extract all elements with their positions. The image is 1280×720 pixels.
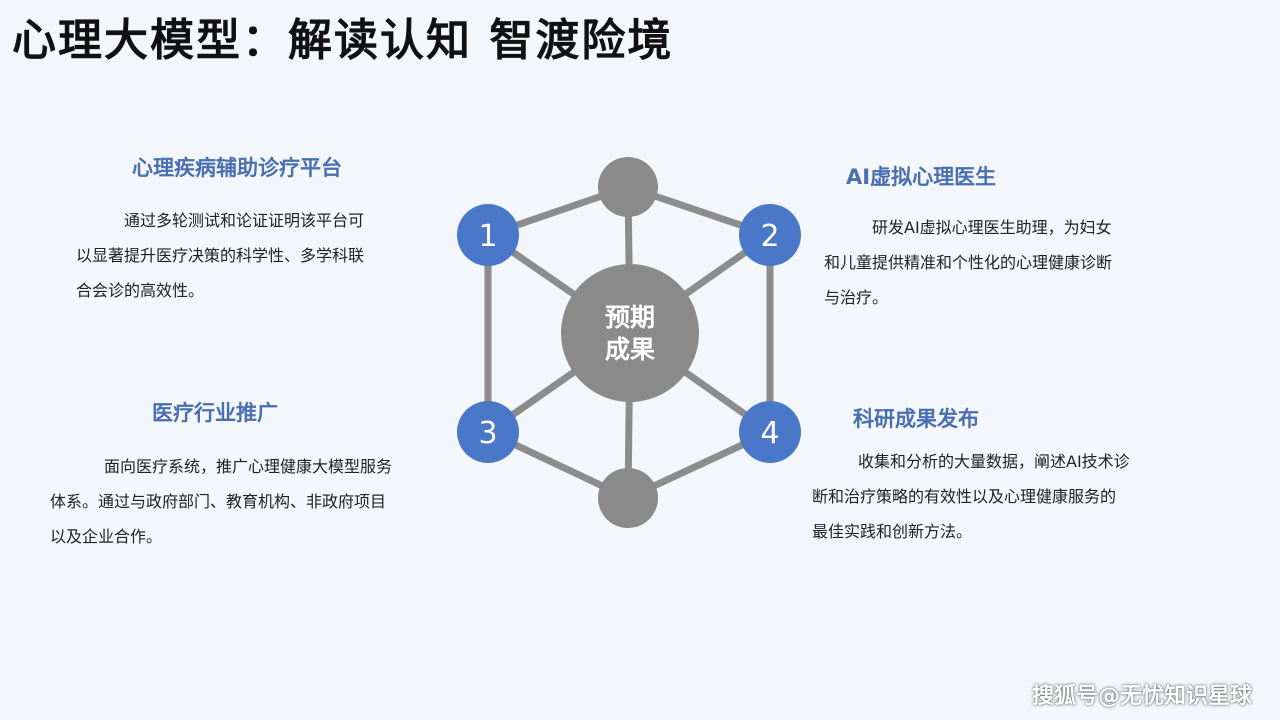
section-1-line-3: 合会诊的高效性。 [76,281,205,300]
section-3-line-1: 面向医疗系统，推广心理健康大模型服务 [104,457,393,476]
section-3-title: 医疗行业推广 [152,401,278,425]
node-1-label: 1 [478,219,497,254]
node-4-label: 4 [760,416,779,451]
node-2-label: 2 [760,219,779,254]
node-3-label: 3 [478,416,497,451]
bottom-node [598,468,658,528]
section-4-line-1: 收集和分析的大量数据，阐述AI技术诊 [858,452,1130,471]
section-3-line-2: 体系。通过与政府部门、教育机构、非政府项目 [50,492,387,511]
section-3-body: 面向医疗系统，推广心理健康大模型服务 体系。通过与政府部门、教育机构、非政府项目… [50,449,450,554]
node-2 [739,204,801,266]
section-4-body: 收集和分析的大量数据，阐述AI技术诊 断和治疗策略的有效性以及心理健康服务的 最… [812,444,1182,549]
center-label-line1: 预期 [605,303,655,332]
section-2-title: AI虚拟心理医生 [846,165,997,189]
section-1-body: 通过多轮测试和论证证明该平台可 以显著提升医疗决策的科学性、多学科联 合会诊的高… [76,203,436,308]
section-2-body: 研发AI虚拟心理医生助理，为妇女 和儿童提供精准和个性化的心理健康诊断 与治疗。 [824,210,1184,315]
node-1 [457,204,519,266]
section-2-line-2: 和儿童提供精准和个性化的心理健康诊断 [824,253,1113,272]
page-title: 心理大模型：解读认知 智渡险境 [12,15,674,66]
section-4-line-2: 断和治疗策略的有效性以及心理健康服务的 [812,487,1117,506]
node-4 [739,401,801,463]
section-4-line-3: 最佳实践和创新方法。 [812,522,973,541]
center-node [561,264,699,402]
center-label-line2: 成果 [605,335,655,364]
top-node [598,157,658,217]
section-4-title: 科研成果发布 [853,407,979,431]
section-2-line-1: 研发AI虚拟心理医生助理，为妇女 [872,218,1112,237]
section-1-line-1: 通过多轮测试和论证证明该平台可 [124,211,365,230]
node-3 [457,401,519,463]
section-1-title: 心理疾病辅助诊疗平台 [132,156,342,180]
watermark: 搜狐号@无忧知识星球 [1031,684,1252,709]
section-1-line-2: 以显著提升医疗决策的科学性、多学科联 [76,246,365,265]
section-3-line-3: 以及企业合作。 [50,527,163,546]
section-2-line-3: 与治疗。 [824,288,889,307]
